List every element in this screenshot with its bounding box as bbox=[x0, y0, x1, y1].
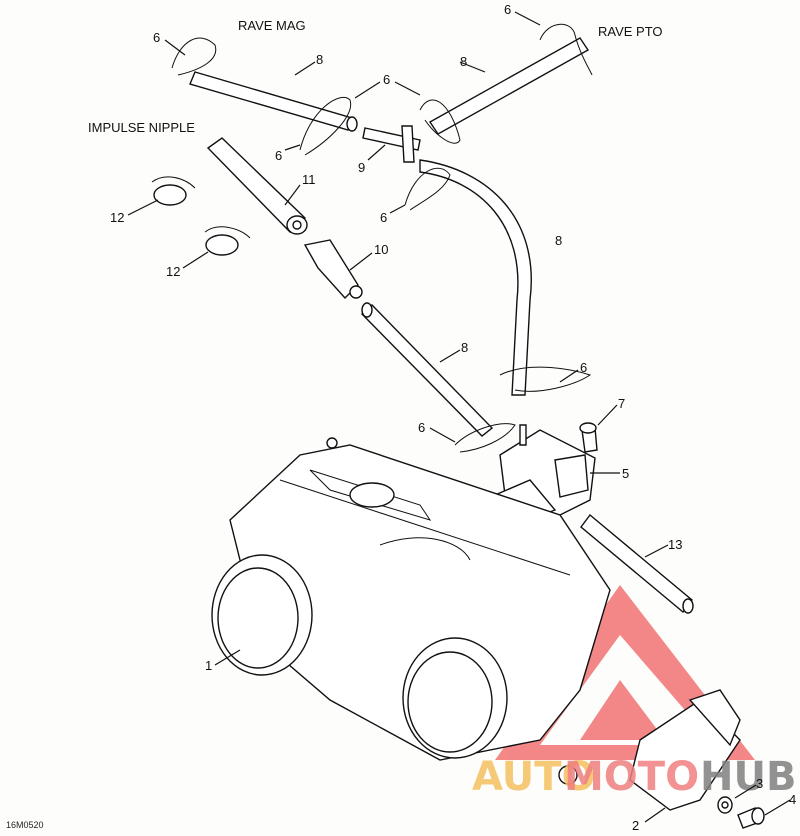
tps-sensor bbox=[629, 689, 741, 811]
callout: 6 bbox=[580, 360, 587, 375]
callout: 5 bbox=[622, 466, 629, 481]
callout: 8 bbox=[460, 54, 467, 69]
vertical-hose bbox=[419, 159, 532, 396]
rave-pto-hose bbox=[428, 37, 590, 135]
leader-lines bbox=[127, 11, 791, 823]
clamp-12-upper bbox=[151, 176, 196, 206]
callout: 6 bbox=[380, 210, 387, 225]
callout: 13 bbox=[668, 537, 682, 552]
washer-3 bbox=[717, 796, 733, 814]
spring-clamps bbox=[171, 23, 593, 453]
title-impulse-nipple: IMPULSE NIPPLE bbox=[88, 120, 195, 135]
rave-solenoid bbox=[493, 424, 596, 526]
callout: 10 bbox=[374, 242, 388, 257]
impulse-hose bbox=[206, 137, 308, 235]
screw-7 bbox=[579, 422, 598, 453]
callout: 8 bbox=[316, 52, 323, 67]
throttle-body bbox=[211, 437, 611, 785]
callout: 6 bbox=[153, 30, 160, 45]
rave-mag-hose bbox=[189, 71, 358, 132]
callout: 1 bbox=[205, 658, 212, 673]
clamp-12-lower bbox=[204, 226, 251, 256]
callout: 6 bbox=[504, 2, 511, 17]
callout: 7 bbox=[618, 396, 625, 411]
callout: 4 bbox=[789, 792, 796, 807]
callout: 8 bbox=[461, 340, 468, 355]
callout-labels: 6 8 6 8 6 6 9 6 11 12 12 10 8 8 6 7 6 5 … bbox=[110, 2, 796, 833]
nipple-fitting bbox=[303, 239, 363, 300]
callout: 8 bbox=[555, 233, 562, 248]
callout: 6 bbox=[275, 148, 282, 163]
callout: 2 bbox=[632, 818, 639, 833]
callout: 12 bbox=[166, 264, 180, 279]
watermark-hub: HUB bbox=[700, 754, 796, 800]
watermark-text: AUTO MOTO HUB bbox=[472, 754, 796, 800]
t-fitting bbox=[362, 125, 421, 163]
title-rave-mag: RAVE MAG bbox=[238, 18, 306, 33]
hose-13 bbox=[580, 513, 694, 614]
screw-4 bbox=[737, 807, 765, 829]
callout: 12 bbox=[110, 210, 124, 225]
callout: 9 bbox=[358, 160, 365, 175]
callout: 6 bbox=[418, 420, 425, 435]
callout: 6 bbox=[383, 72, 390, 87]
callout: 3 bbox=[756, 776, 763, 791]
watermark-auto: AUTO bbox=[472, 754, 596, 800]
title-rave-pto: RAVE PTO bbox=[598, 24, 663, 39]
watermark-moto: MOTO bbox=[564, 754, 699, 800]
callout: 11 bbox=[302, 172, 316, 187]
figure-code: 16M0520 bbox=[6, 820, 44, 830]
lower-hose bbox=[360, 302, 494, 437]
